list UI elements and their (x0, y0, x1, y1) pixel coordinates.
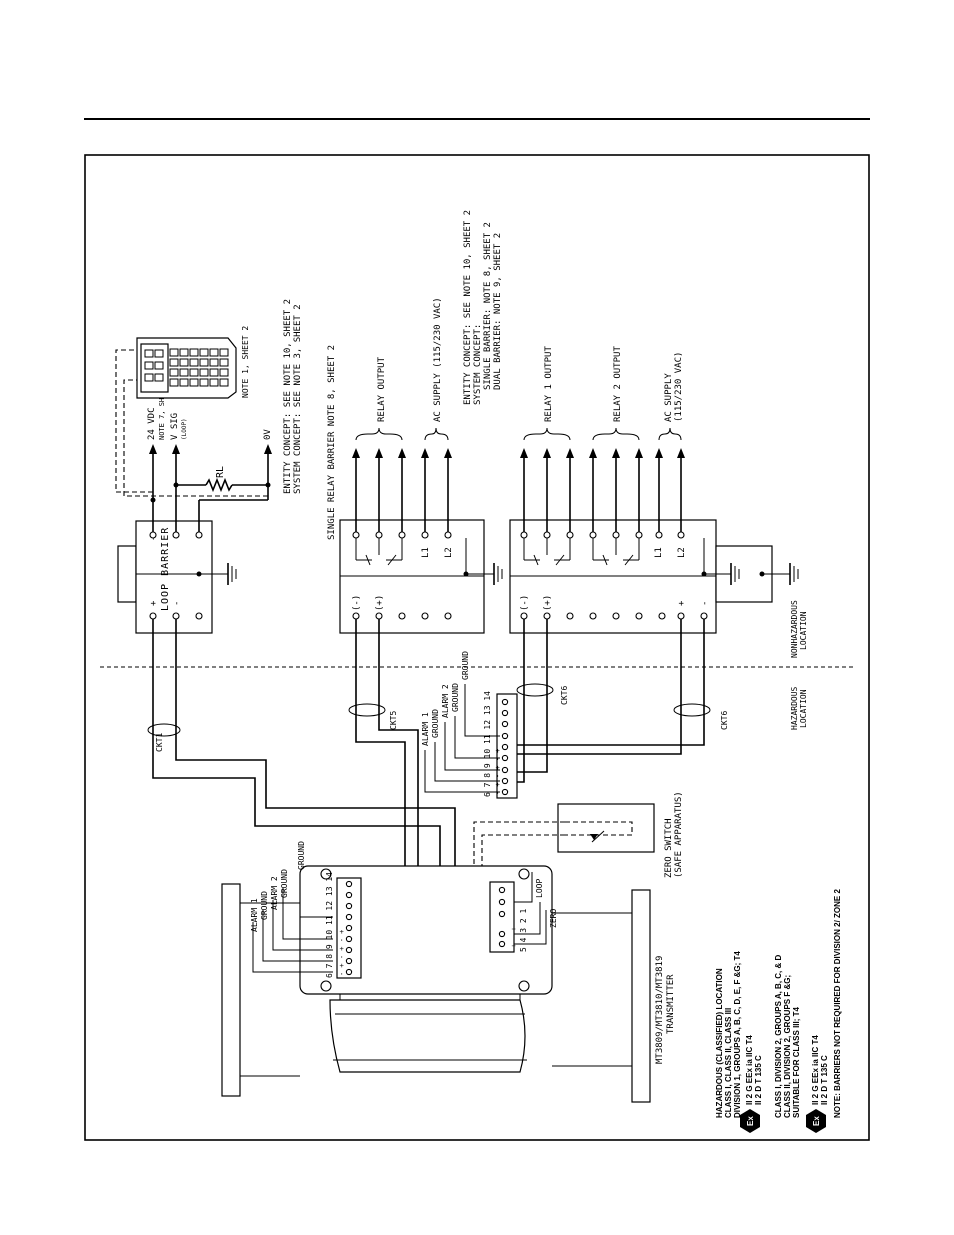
label-vsig-loop: (LOOP) (181, 418, 188, 440)
transmitter-model-label: MT3809/MT3810/MT3819 (655, 956, 665, 1064)
relay2-term-l2: L2 (677, 547, 687, 558)
tb-transmitter-numbers: 5 4 3 2 1 (519, 908, 528, 952)
approval-division-2: CLASS I, DIVISION 2, GROUPS A, B, C, & D (774, 954, 783, 1118)
relay2-term-neg: (-) (520, 595, 530, 611)
relay2-output2-label: RELAY 2 OUTPUT (613, 346, 623, 422)
transmitter: 6 7 8 9 10 11 12 13 14 - + - + - + ALARM… (221, 841, 676, 1103)
tb-lower-ground1: GROUND (260, 891, 269, 920)
atex-ex-icon-2-label: Ex (812, 1116, 821, 1126)
nonhazardous-label: NONHAZARDOUS (790, 600, 799, 658)
handheld-note: NOTE 1, SHEET 2 (241, 326, 250, 398)
tb-upper-ground3: GROUND (461, 651, 470, 680)
approval-division-1: DIVISION 1, GROUPS A, B, C, D, E, F &G; … (733, 951, 742, 1118)
relay1-term-l2: L2 (444, 547, 454, 558)
relay1-output-label: RELAY OUTPUT (377, 356, 387, 422)
tb-lower-ground3: GROUND (297, 841, 306, 870)
approval-hazardous-location: HAZARDOUS (CLASSIFIED) LOCATION (715, 968, 724, 1118)
relay2-output1-label: RELAY 1 OUTPUT (544, 346, 554, 422)
ckt5-label: CKT5 (389, 711, 398, 730)
tb-lower-alarm2: ALARM 2 (270, 876, 279, 910)
ckt6b-label: CKT6 (720, 711, 729, 730)
loop-barrier-term-minus-left: - (172, 601, 182, 606)
approvals-block: HAZARDOUS (CLASSIFIED) LOCATION CLASS I,… (715, 889, 842, 1133)
loop-note-system: SYSTEM CONCEPT: SEE NOTE 3, SHEET 2 (293, 304, 303, 494)
approval-atex-gas-1: II 2 G EEx ia IIC T4 (745, 1035, 754, 1105)
relay-barrier-2: (-) (+) + - L1 L2 RELAY 1 OUTPUT RELAY 2… (509, 346, 799, 634)
hazardous-location-label: LOCATION (799, 689, 808, 728)
relay1-ac-supply-label: AC SUPPLY (115/230 VAC) (433, 297, 443, 422)
tb-transmitter-polarity: + - + - (510, 918, 518, 948)
relay1-term-l1: L1 (421, 547, 431, 558)
tb-lower-numbers: 6 7 8 9 10 11 12 13 14 (325, 872, 334, 978)
relay2-term-plus: + (677, 600, 687, 606)
tb-upper-alarm2: ALARM 2 (441, 684, 450, 718)
approval-class-iii: SUITABLE FOR CLASS III; T4 (792, 1006, 801, 1118)
tb-transmitter-zero: ZERO (549, 909, 558, 928)
diagram-frame (84, 154, 870, 1141)
relay-note-system: SYSTEM CONCEPT: (473, 324, 483, 405)
atex-ex-icon-2: Ex (806, 1109, 826, 1133)
transmitter-label: TRANSMITTER (666, 974, 676, 1034)
tb-upper-numbers: 6 7 8 9 10 11 12 13 14 (483, 691, 492, 797)
handheld-communicator: NOTE 1, SHEET 2 (115, 326, 268, 497)
label-vsig: V SIG (170, 413, 180, 440)
resistor-label: RL (215, 466, 226, 478)
loop-barrier-label: LOOP BARRIER (160, 527, 171, 611)
loop-note-entity: ENTITY CONCEPT: SEE NOTE 10, SHEET 2 (283, 299, 293, 494)
relay1-header: SINGLE RELAY BARRIER NOTE 8, SHEET 2 (327, 345, 337, 540)
approval-note-barriers: NOTE: BARRIERS NOT REQUIRED FOR DIVISION… (833, 889, 842, 1118)
tb-upper-alarm1: ALARM 1 (421, 712, 430, 746)
approval-atex-gas-2: II 2 G EEx ia IIC T4 (811, 1035, 820, 1105)
relay1-term-pos: (+) (375, 595, 385, 611)
nonhazardous-location-label: LOCATION (799, 611, 808, 650)
loop-barrier: LOOP BARRIER + - - + (117, 520, 237, 634)
tb-upper-ground1: GROUND (431, 709, 440, 738)
relay2-term-pos: (+) (543, 595, 553, 611)
relay-note-entity: ENTITY CONCEPT: SEE NOTE 10, SHEET 2 (463, 210, 473, 405)
relay2-term-minus: - (700, 601, 710, 606)
label-24vdc: 24 VDC (147, 407, 157, 440)
location-labels: NONHAZARDOUS LOCATION HAZARDOUS LOCATION (790, 600, 808, 730)
label-24vdc-note: NOTE 7, SHEET 2 (158, 377, 166, 440)
ckt6a-label: CKT6 (560, 686, 569, 705)
terminal-block-upper: 6 7 8 9 10 11 12 13 14 - + - + - + ALARM… (421, 651, 518, 799)
approval-atex-dust-1: II 2 D T 135 C (754, 1055, 763, 1105)
relay2-ac-voltage-label: (115/230 VAC) (674, 352, 684, 422)
hazardous-label: HAZARDOUS (790, 686, 799, 730)
approval-class-ii-div2: CLASS II, DIVISION 2, GROUPS F &G; (783, 975, 792, 1118)
approval-class: CLASS I, CLASS II, CLASS III (724, 1008, 733, 1118)
zero-switch-label: ZERO SWITCH (664, 818, 674, 878)
relay2-term-l1: L1 (654, 547, 664, 558)
tb-upper-ground2: GROUND (451, 683, 460, 712)
relay-note-dual: DUAL BARRIER: NOTE 9, SHEET 2 (493, 233, 503, 390)
label-0v: 0V (263, 429, 273, 440)
loop-barrier-outputs: RL 24 VDC NOTE 7, SHEET 2 V SIG (LOOP) 0… (147, 377, 273, 532)
tb-transmitter-loop: LOOP (535, 879, 544, 898)
tb-lower-ground2: GROUND (280, 869, 289, 898)
atex-ex-icon: Ex (740, 1109, 760, 1133)
relay-entity-notes: ENTITY CONCEPT: SEE NOTE 10, SHEET 2 SYS… (463, 210, 503, 405)
tb-lower-polarity: - + - + - + (338, 930, 346, 976)
relay-note-single: SINGLE BARRIER: NOTE 8, SHEET 2 (483, 222, 493, 390)
loop-barrier-term-plus-left: + (149, 600, 159, 606)
zero-switch-safe-label: (SAFE APPARATUS) (674, 791, 684, 878)
tb-lower-alarm1: ALARM 1 (250, 898, 259, 932)
approval-atex-dust-2: II 2 D T 135 C (820, 1055, 829, 1105)
relay1-term-neg: (-) (352, 595, 362, 611)
ckt1-label: CKT1 (155, 733, 164, 752)
loop-entity-notes: ENTITY CONCEPT: SEE NOTE 10, SHEET 2 SYS… (283, 299, 303, 494)
relay2-ac-supply-label: AC SUPPLY (664, 373, 674, 422)
atex-ex-icon-label: Ex (746, 1116, 755, 1126)
tb-upper-polarity: - + - + - + (494, 749, 502, 795)
relay-barrier-1: SINGLE RELAY BARRIER NOTE 8, SHEET 2 (-)… (327, 297, 503, 634)
